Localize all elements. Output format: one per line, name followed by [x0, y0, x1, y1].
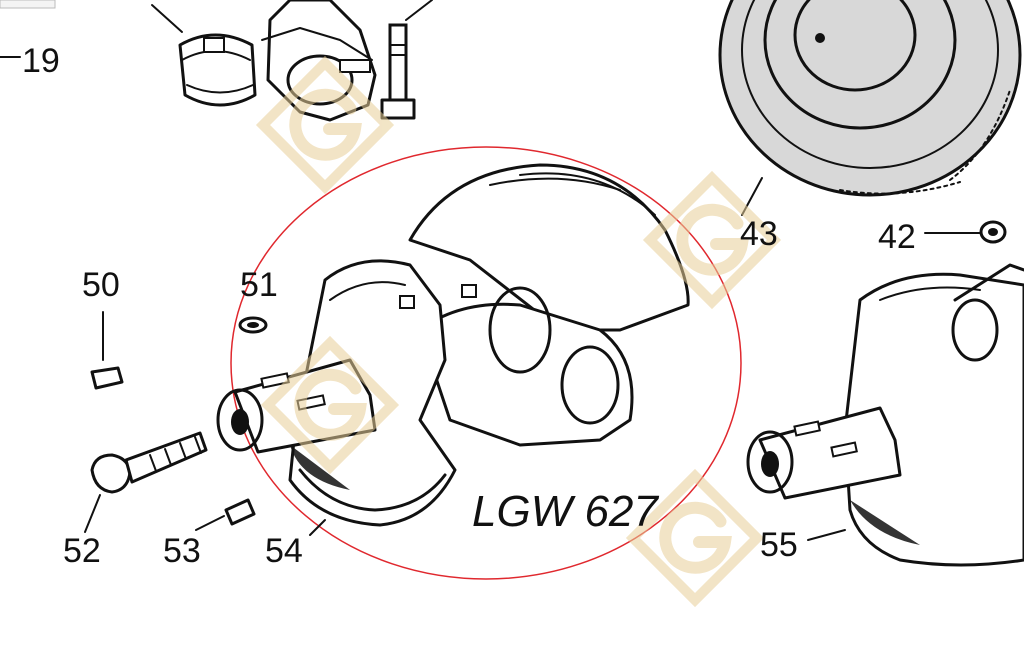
crankshaft-part-55 [746, 263, 1024, 567]
label-53: 53 [163, 532, 201, 570]
watermarks [255, 55, 782, 608]
top-border-strip [0, 0, 56, 9]
model-label: LGW 627 [472, 487, 659, 536]
g-diamond-logo-icon [260, 335, 400, 475]
bolt-part-52 [84, 431, 208, 533]
label-55: 55 [760, 526, 798, 564]
crankshaft-part-54 [216, 163, 690, 536]
label-52: 52 [63, 532, 101, 570]
g-diamond-logo-icon [255, 55, 395, 195]
g-diamond-logo-icon [642, 170, 782, 310]
label-50: 50 [82, 266, 120, 304]
dowel-part-53 [195, 498, 256, 531]
washer-part-42 [924, 220, 1007, 244]
pin-part-51 [238, 316, 268, 334]
highlight-circle [230, 146, 742, 580]
callout-labels: 19 43 42 50 51 52 53 54 55 [22, 42, 916, 570]
key-part-50 [90, 311, 124, 390]
rod-bolt [380, 0, 433, 120]
label-19: 19 [22, 42, 60, 80]
label-43: 43 [740, 215, 778, 253]
label-51: 51 [240, 266, 278, 304]
bearing-shells [151, 4, 257, 107]
label-54: 54 [265, 532, 303, 570]
flywheel-part-43 [718, 0, 1022, 216]
label-42: 42 [878, 218, 916, 256]
g-diamond-logo-icon [625, 468, 765, 608]
